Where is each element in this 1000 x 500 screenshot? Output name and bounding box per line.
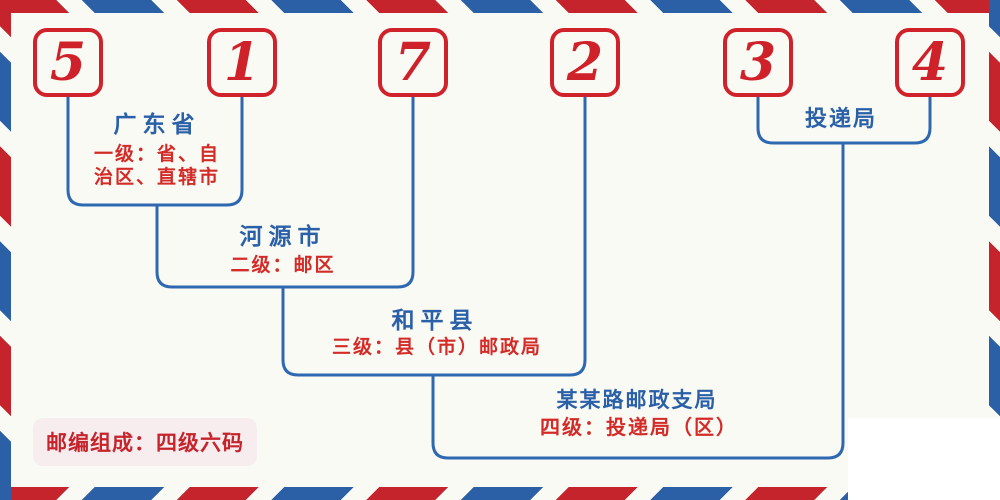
airmail-border-right xyxy=(989,0,1000,500)
postal-digit-box-4: 2 xyxy=(550,28,620,97)
level2-place-label: 河源市 xyxy=(239,224,327,250)
level1-desc-line1: 一级：省、自 xyxy=(93,143,220,165)
level4-place-label: 某某路邮政支局 xyxy=(556,388,718,412)
bracket-delivery-office xyxy=(756,97,932,145)
bracket-level2 xyxy=(155,97,415,289)
delivery-office-label: 投递局 xyxy=(804,107,877,132)
airmail-border-top xyxy=(0,0,1000,13)
postal-digit-box-5: 3 xyxy=(723,28,793,97)
postal-digit-3: 7 xyxy=(394,31,432,93)
postal-digit-box-1: 5 xyxy=(33,28,103,97)
level1-desc-label: 一级：省、自 治区、直辖市 xyxy=(0,143,327,189)
composition-badge: 邮编组成：四级六码 xyxy=(33,418,257,466)
bracket-level4 xyxy=(431,143,845,460)
bracket-level1 xyxy=(66,97,244,207)
level3-desc-label: 三级：县（市）邮政局 xyxy=(331,336,542,358)
postal-digit-box-6: 4 xyxy=(895,28,965,97)
postal-digit-box-3: 7 xyxy=(378,28,448,97)
level2-desc-label: 二级：邮区 xyxy=(230,254,336,276)
level3-place-label: 和平县 xyxy=(391,308,479,334)
postal-digit-4: 2 xyxy=(566,31,604,93)
postal-digit-2: 1 xyxy=(223,31,261,93)
level1-desc-line2: 治区、直辖市 xyxy=(93,166,220,188)
level4-desc-label: 四级：投递局（区） xyxy=(540,415,738,439)
level1-place-label: 广东省 xyxy=(113,112,201,138)
composition-badge-text: 邮编组成：四级六码 xyxy=(46,431,244,455)
airmail-border-bottom xyxy=(0,487,1000,500)
postal-digit-1: 5 xyxy=(49,31,87,93)
postal-digit-6: 4 xyxy=(911,31,949,93)
postal-digit-box-2: 1 xyxy=(207,28,277,97)
airmail-border-left xyxy=(0,0,11,500)
mask-patch xyxy=(848,418,1000,500)
postal-digit-5: 3 xyxy=(739,31,777,93)
